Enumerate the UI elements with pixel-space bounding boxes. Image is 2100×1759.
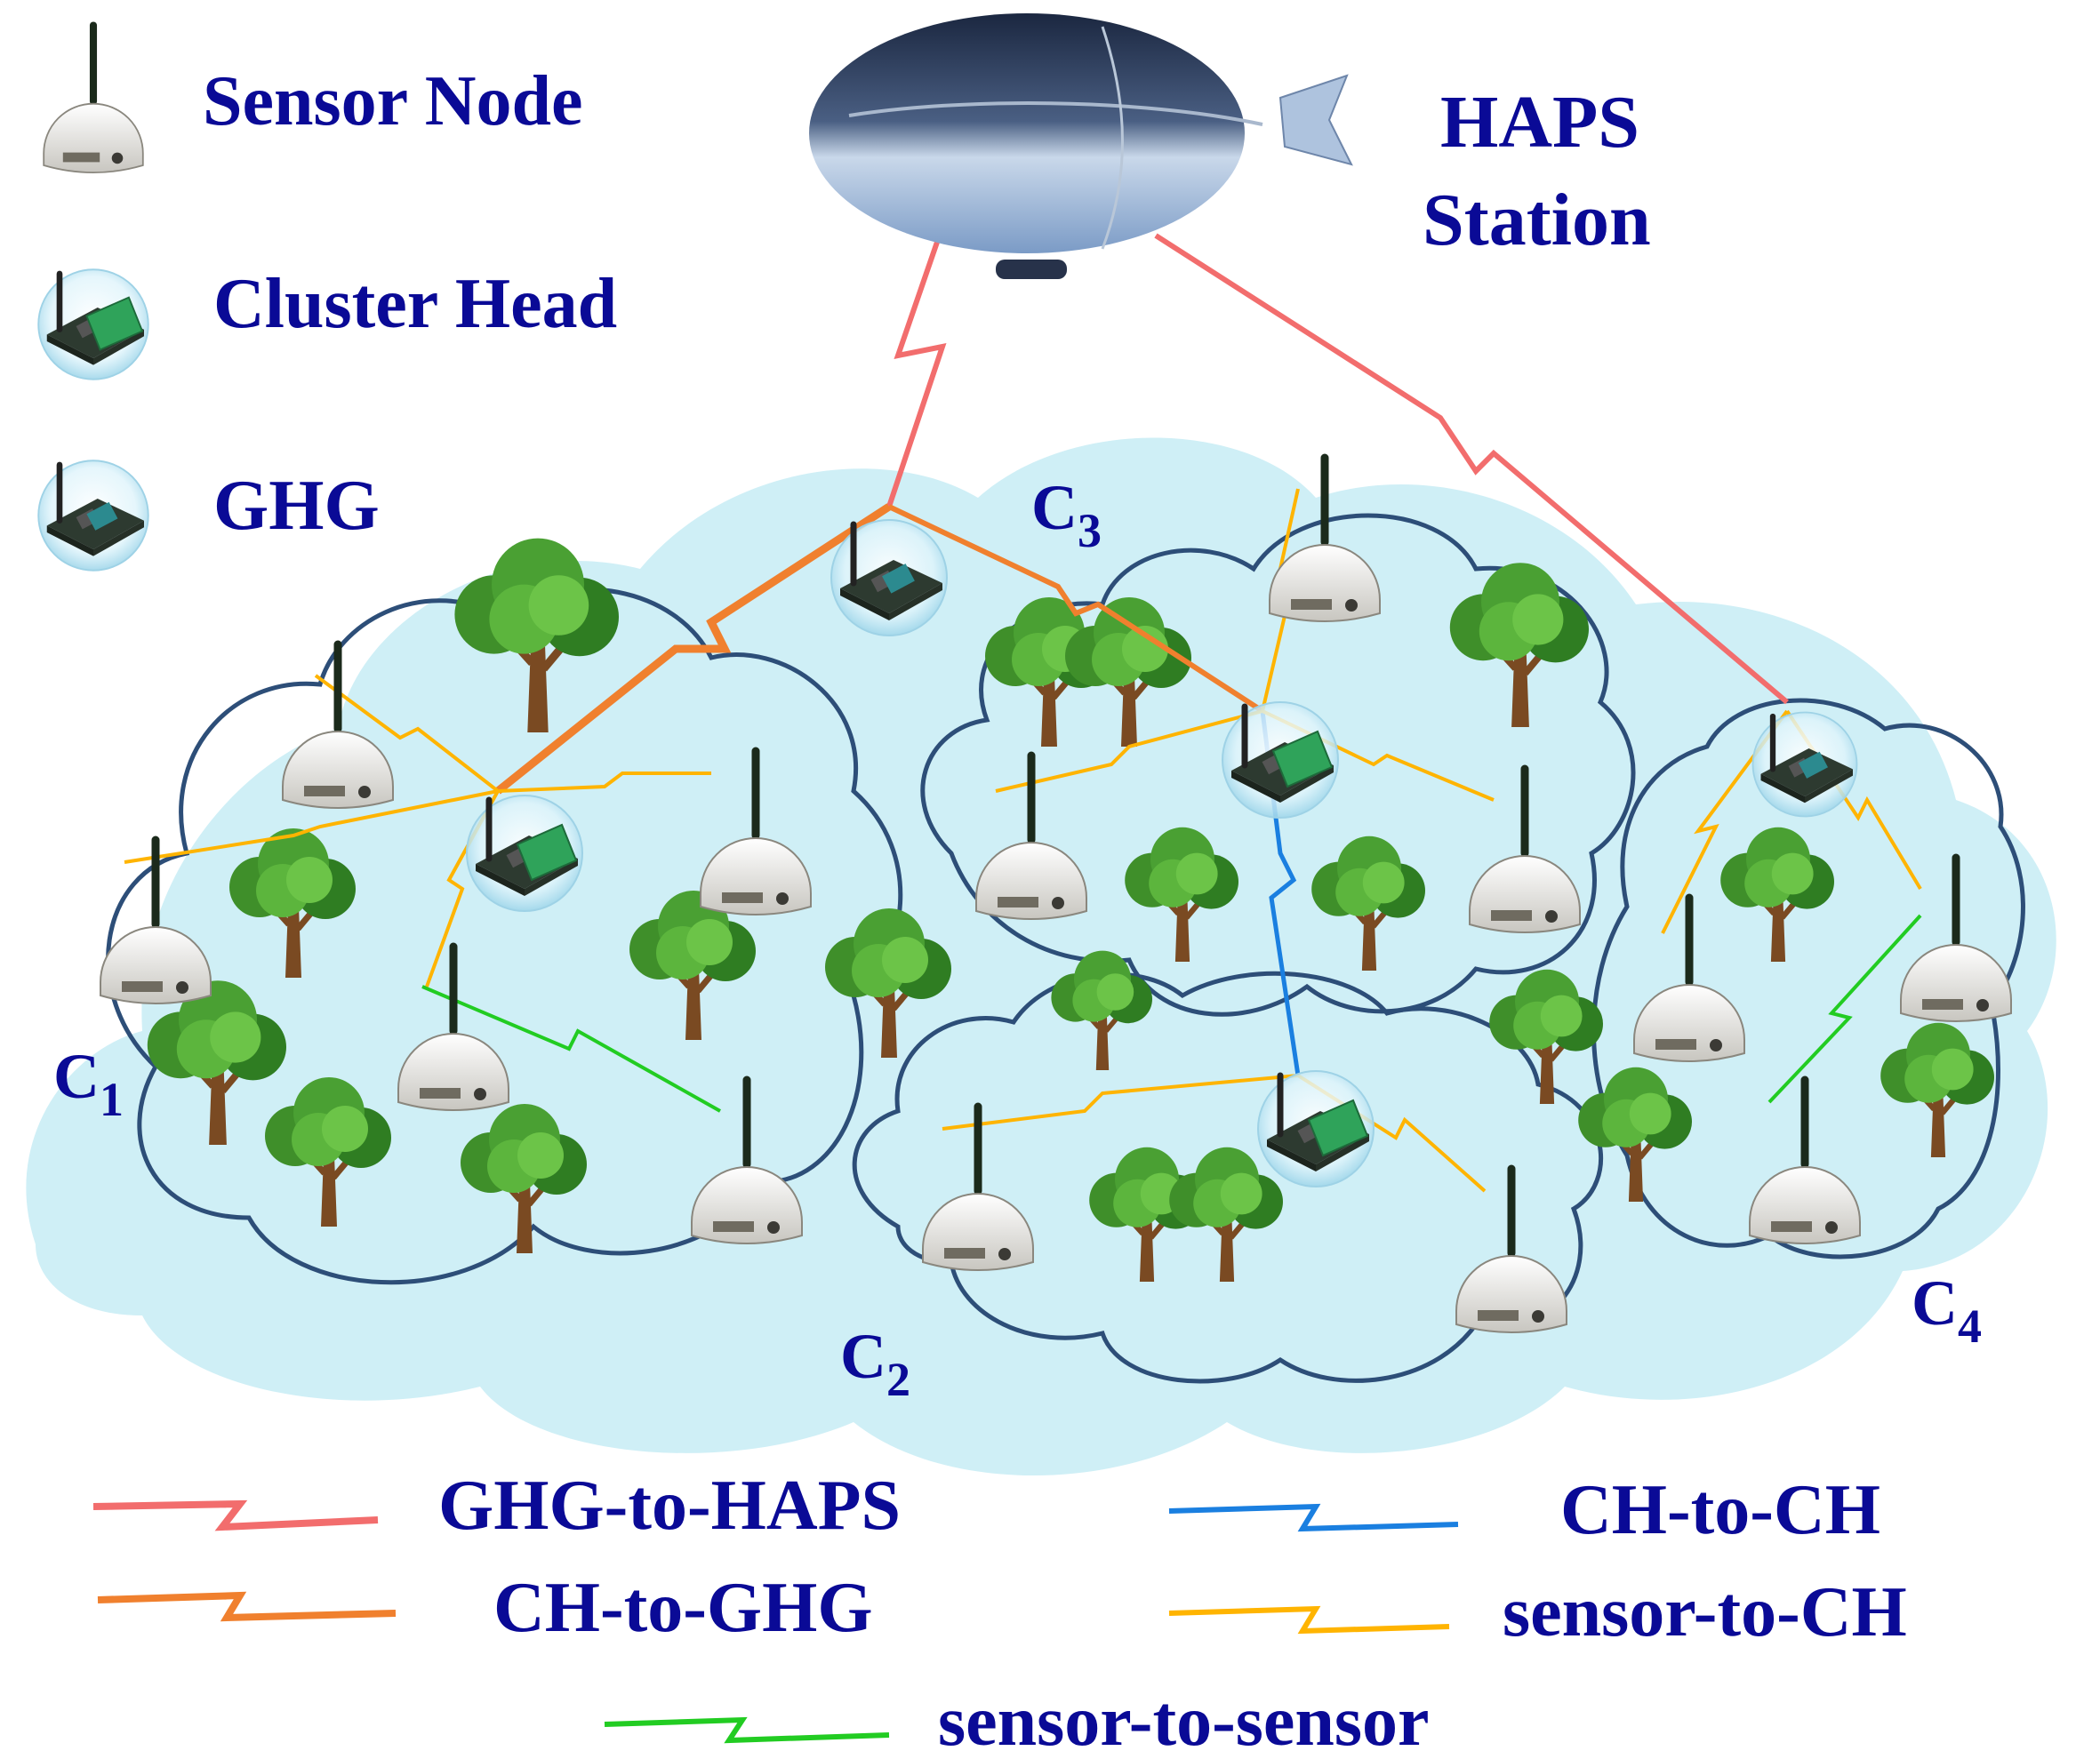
cluster-c1-outline (106, 587, 903, 1285)
legend-ch-to-ghg-label: CH-to-GHG (493, 1569, 873, 1647)
link-sensor-to-sensor-1 (421, 985, 721, 1113)
cluster-label-c3: C3 (1031, 472, 1102, 557)
haps-label-line2: Station (1423, 179, 1651, 261)
sensor-to-ch-swatch (1168, 1605, 1450, 1635)
legend-sensor-to-ch-label: sensor-to-CH (1503, 1573, 1907, 1651)
ch-to-ghg-swatch (97, 1591, 397, 1622)
ch-to-ch-swatch (1168, 1503, 1459, 1532)
cluster-label-c4: C4 (1912, 1267, 1982, 1353)
cluster-head-c3 (1222, 702, 1338, 818)
cluster-head-c2 (1258, 1071, 1374, 1187)
cluster-label-c1: C1 (53, 1041, 124, 1126)
legend-ghg-label: GHG (213, 467, 380, 545)
legend-sensor-node-label: Sensor Node (203, 62, 582, 140)
link-ghg-to-haps-1 (886, 226, 947, 508)
airship-icon (809, 13, 1353, 279)
cluster-head-c1 (467, 796, 582, 911)
sensor-to-sensor-swatch (604, 1716, 890, 1744)
cluster-c4-outline (1591, 698, 2025, 1259)
link-ghg-to-haps-2 (1154, 233, 1789, 705)
background-cloud (26, 437, 2056, 1475)
legend-sensor-to-sensor-label: sensor-to-sensor (938, 1683, 1430, 1759)
sensor-node-icon (44, 25, 143, 172)
cluster-label-c2: C2 (840, 1321, 910, 1406)
legend-icons (38, 25, 148, 570)
ghg-icon (38, 460, 148, 571)
legend-ch-to-ch-label: CH-to-CH (1560, 1471, 1880, 1549)
haps-label-line1: HAPS (1440, 81, 1639, 164)
ghg-to-haps-swatch (92, 1499, 379, 1531)
link-sensor-to-sensor-2 (1767, 914, 1922, 1104)
link-legend-swatches (92, 1499, 1459, 1744)
ghg-node (831, 520, 947, 636)
legend-ghg-to-haps-label: GHG-to-HAPS (438, 1467, 901, 1545)
link-ch-to-ghg-2 (887, 504, 1264, 714)
legend-cluster-head-label: Cluster Head (213, 265, 617, 343)
cluster-head-icon (38, 269, 148, 380)
link-ch-to-ghg-1 (495, 503, 892, 795)
cluster-head-c4 (1753, 713, 1857, 817)
